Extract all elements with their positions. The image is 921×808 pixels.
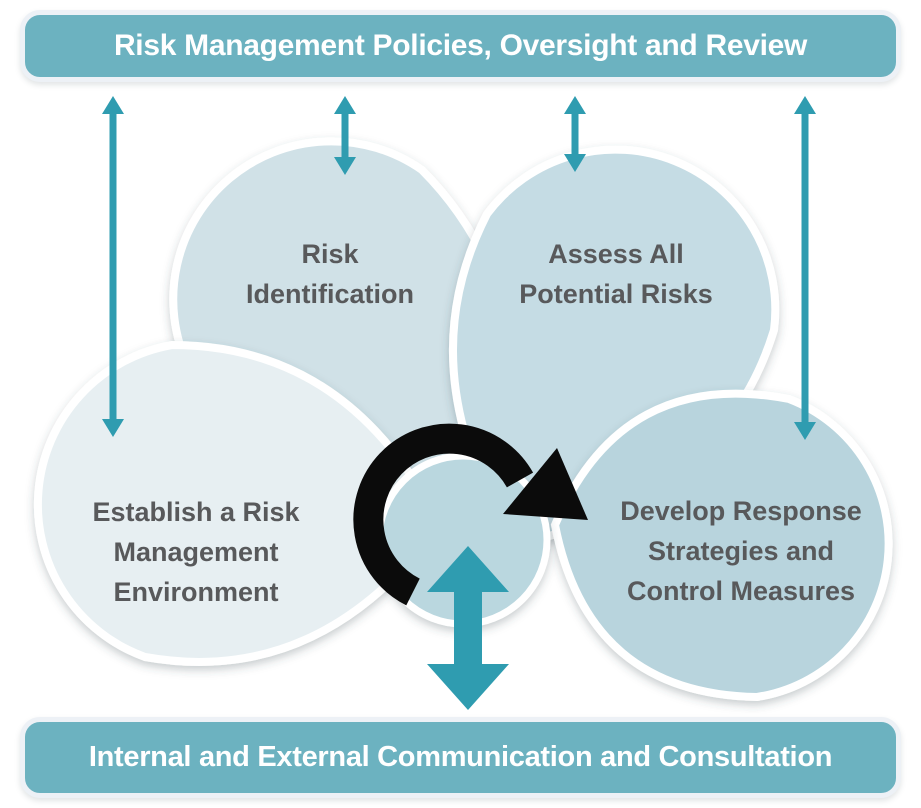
petal-label-risk-identification: Risk Identification [246,239,414,309]
link-arrow-risk-identification-icon [334,96,356,175]
top-banner-label: Risk Management Policies, Oversight and … [113,29,808,62]
petal-establish [33,340,445,666]
cycle-arrowhead-icon [503,448,588,520]
bottom-banner-label: Internal and External Communication and … [88,741,833,773]
cycle-arrow-icon [353,423,534,606]
link-arrow-assess-icon [564,96,586,172]
link-arrow-establish-icon [102,96,124,437]
petal-label-establish: Establish a Risk Management Environment [92,497,300,607]
link-arrow-develop-icon [794,96,816,440]
top-banner: Risk Management Policies, Oversight and … [20,10,901,82]
communication-arrow-icon [427,546,509,710]
petal-develop [550,389,893,702]
bottom-banner: Internal and External Communication and … [20,717,901,798]
petal-label-assess: Assess All Potential Risks [519,239,713,309]
petal-label-develop: Develop Response Strategies and Control … [620,496,862,606]
